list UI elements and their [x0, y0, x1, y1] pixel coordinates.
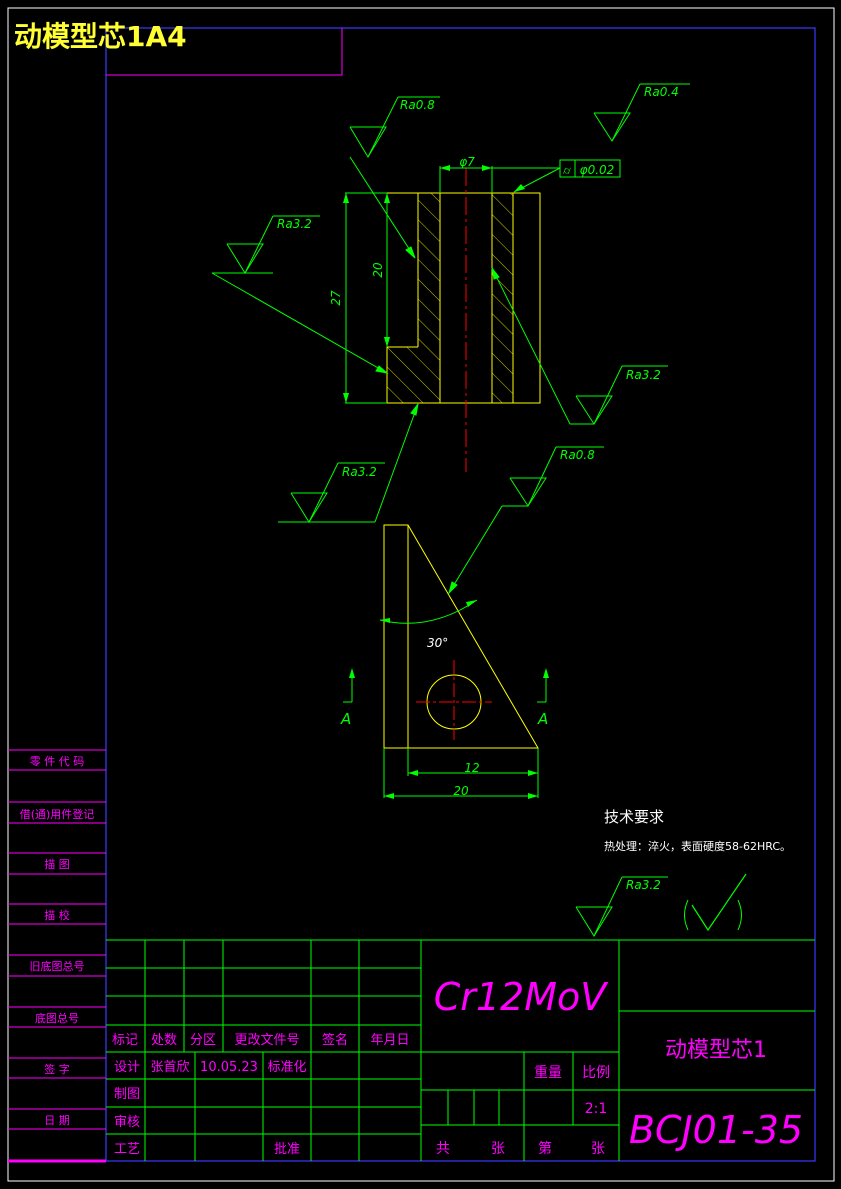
roughness-right: [491, 267, 668, 425]
roughness-label: Ra0.8: [560, 448, 595, 462]
width-inner-dim: 12: [464, 761, 479, 775]
total-label: 共: [436, 1141, 450, 1157]
tolerance-value: φ0.02: [580, 163, 615, 177]
top-view: [343, 524, 549, 799]
hole-dia-dim: φ7: [459, 155, 475, 169]
sheet-label: 张: [591, 1141, 605, 1157]
notes-line1: 热处理：淬火，表面硬度58-62HRC。: [604, 839, 791, 853]
header-date: 年月日: [370, 1033, 409, 1048]
side-label: 零 件 代 码: [30, 755, 85, 768]
roughness-general: [575, 873, 747, 937]
side-label: 描 校: [44, 908, 70, 922]
side-label: 描 图: [44, 857, 70, 871]
drawing-number: BCJ01-35: [629, 1108, 803, 1152]
title-box: [106, 28, 343, 76]
roughness-label: Ra0.8: [400, 98, 435, 112]
header-signature: 签名: [322, 1032, 348, 1048]
header-change-doc: 更改文件号: [234, 1033, 299, 1048]
side-label: 借(通)用件登记: [20, 807, 95, 821]
roughness-label: Ra3.2: [626, 878, 661, 892]
roughness-lower: [448, 446, 604, 595]
sheet-title: 动模型芯1A4: [14, 20, 187, 53]
roughness-top-right: [593, 83, 690, 142]
design-label: 设计: [114, 1060, 140, 1075]
roughness-label: Ra3.2: [342, 465, 377, 479]
standardize-label: 标准化: [267, 1060, 306, 1075]
header-zone: 分区: [190, 1033, 216, 1048]
roughness-top-left: [349, 96, 440, 259]
page-label: 第: [538, 1140, 552, 1157]
part-name: 动模型芯1: [665, 1038, 767, 1063]
height-total-dim: 27: [329, 290, 343, 306]
approve-label: 批准: [274, 1142, 300, 1157]
paren-left-icon: [684, 899, 689, 931]
side-label: 底图总号: [35, 1011, 79, 1025]
side-label: 日 期: [44, 1114, 70, 1127]
side-label: 旧底图总号: [30, 959, 85, 973]
design-date: 10.05.23: [200, 1060, 258, 1075]
title-block: [106, 939, 815, 1161]
roughness-label: Ra3.2: [277, 217, 312, 231]
width-total-dim: 20: [453, 784, 469, 798]
material: Cr12MoV: [434, 975, 610, 1019]
section-view: [343, 159, 621, 472]
roughness-label: Ra0.4: [644, 85, 679, 99]
roughness-label: Ra3.2: [626, 368, 661, 382]
roughness-left: [211, 215, 389, 374]
roughness-bottom-left: [278, 403, 419, 523]
notes-heading: 技术要求: [604, 808, 664, 826]
section-label-left: A: [340, 710, 351, 728]
scale-label: 比例: [582, 1065, 610, 1081]
height-slot-dim: 20: [371, 262, 385, 278]
header-count: 处数: [151, 1033, 177, 1048]
designer-name: 张首欣: [150, 1060, 189, 1075]
tolerance-symbol: ⌭: [563, 164, 571, 177]
check-label: 审核: [114, 1115, 140, 1130]
section-label-right: A: [537, 710, 548, 728]
side-label-column: 零 件 代 码 借(通)用件登记 描 图 描 校 旧底图总号 底图总号 签 字 …: [8, 749, 106, 1130]
outer-border: [7, 7, 835, 1182]
scale-value: 2:1: [585, 1101, 608, 1117]
draw-label: 制图: [114, 1087, 140, 1102]
side-label: 签 字: [44, 1062, 70, 1076]
weight-label: 重量: [534, 1065, 562, 1081]
inner-border: [105, 27, 816, 1162]
angle-dim: 30°: [427, 636, 448, 650]
header-mark: 标记: [112, 1033, 138, 1048]
paren-right-icon: [737, 899, 742, 931]
process-label: 工艺: [114, 1142, 140, 1157]
sheet-label: 张: [491, 1141, 505, 1157]
